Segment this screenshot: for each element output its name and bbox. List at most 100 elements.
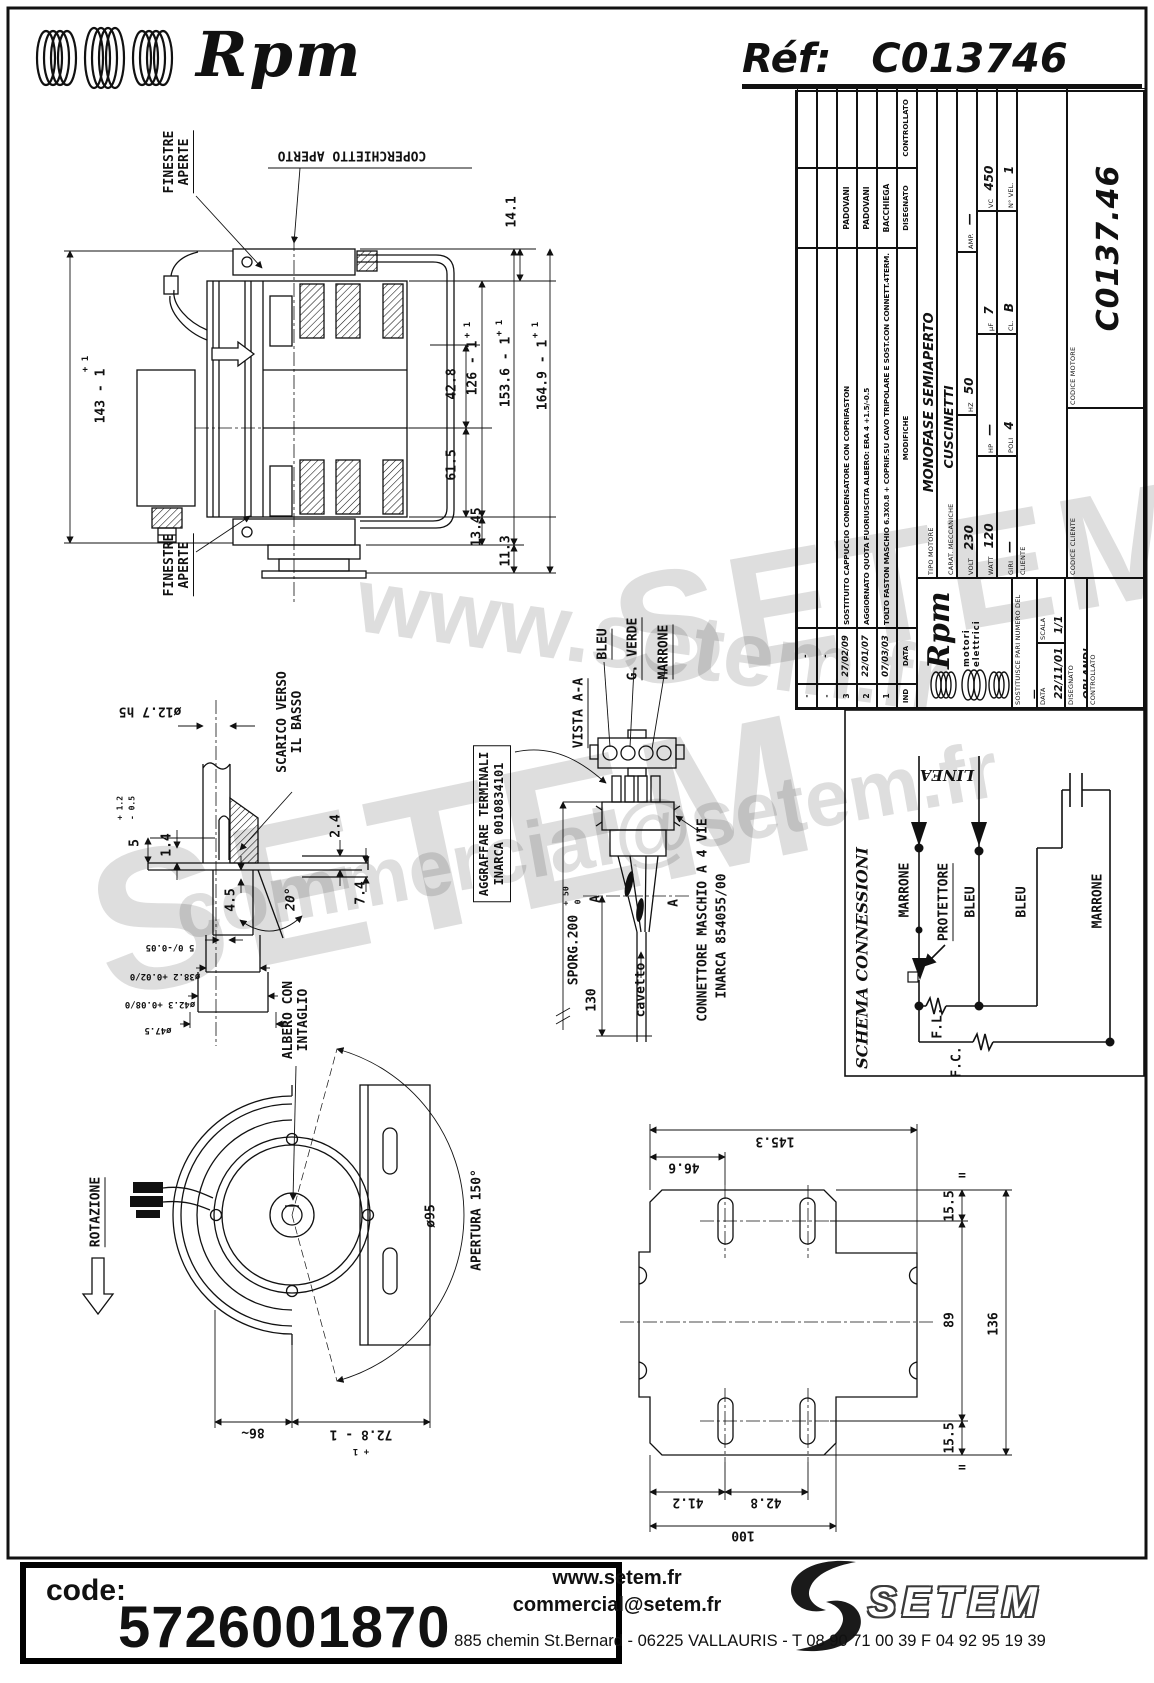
bleu-schema-2: BLEU	[1014, 886, 1030, 918]
dim-5-plus: + 1.2	[115, 795, 125, 821]
code-value: 5726001870	[118, 1595, 451, 1660]
dim-12-7-h5: ø12.7 h5	[118, 703, 182, 719]
dim-1-4: 1.4	[159, 833, 175, 857]
hp-value: —	[982, 423, 996, 436]
nvel-label: N° VEL.	[1007, 182, 1015, 208]
cavetto-label: cavetto	[633, 962, 649, 1018]
mod-header-ind: IND	[902, 688, 910, 704]
rpm-logo-subtitle: motori elettrici	[962, 620, 982, 667]
rotazione-label: ROTAZIONE	[88, 1176, 106, 1248]
mod-header-data: DATA	[902, 645, 910, 667]
hz-label: HZ	[967, 402, 975, 412]
controllato-label: CONTROLLATO	[1089, 654, 1097, 705]
dim-15-5-top: 15.5	[942, 1190, 958, 1222]
footer-email: commercial@setem.fr	[512, 1594, 722, 1616]
sporg-tol-zero: 0	[573, 899, 583, 905]
dim-143-tol: + 1	[81, 355, 91, 373]
dim-72-8: 72.8 - 1	[329, 1426, 393, 1442]
bleu-schema-1: BLEU	[963, 886, 979, 918]
section-a-marker-1: A	[588, 895, 604, 903]
rpm-coil-logo	[35, 26, 174, 90]
scala-value: 1/1	[1053, 615, 1065, 634]
title-block: - - - - 3 27/02/09 SOSTITUITO CAPPUCCIO …	[795, 88, 1147, 710]
dim-130: 130	[584, 988, 600, 1012]
fc-label: F.C.	[949, 1046, 965, 1078]
mod-header-modifiche: MODIFICHE	[902, 415, 910, 461]
cl-value: B	[1002, 303, 1016, 313]
hp-label: HP	[987, 443, 995, 453]
sporg-200-label: SPORG.200	[566, 914, 582, 986]
codice-cliente-label: CODICE CLIENTE	[1069, 517, 1077, 575]
dim-5: 5	[127, 839, 143, 847]
sostituisce-value: —	[1029, 689, 1037, 707]
schema-connessioni-title: SCHEMA CONNESSIONI	[852, 847, 872, 1069]
volt-label: VOLT	[967, 558, 975, 575]
dim-153-6: 153.6 - 1	[498, 336, 514, 408]
mod-header-disegnato: DISEGNATO	[902, 185, 910, 231]
marrone-schema-right: MARRONE	[1090, 873, 1106, 929]
mod-ind: 2	[862, 693, 871, 699]
vista-a-a-label: VISTA A-A	[571, 677, 589, 749]
rpm-coil-small-icon	[930, 669, 1010, 701]
carat-value: CUSCINETTI	[941, 385, 956, 469]
amp-label: AMP.	[967, 233, 975, 249]
dim-126: 126 - 1	[465, 340, 481, 396]
dim-61-5: 61.5	[444, 449, 460, 481]
ref-value: C013746	[871, 36, 1068, 82]
marrone-schema-left: MARRONE	[897, 862, 913, 918]
dim-11-3: 11.3	[498, 535, 514, 567]
codice-motore-label: CODICE MOTORE	[1069, 346, 1077, 405]
scala-label: SCALA	[1039, 617, 1047, 640]
amp-value: —	[962, 213, 976, 226]
tipo-motore-label: TIPO MOTORE	[927, 527, 935, 575]
rpm-logo-small: Rpm	[922, 591, 957, 669]
sostituisce-label: SOSTITUISCE PARI NUMERO DEL	[1014, 594, 1022, 705]
footer-address: 885 chemin St.Bernard - 06225 VALLAURIS …	[454, 1632, 1046, 1650]
dim-86: 86~	[241, 1424, 265, 1440]
setem-swoosh-icon	[791, 1560, 856, 1612]
giri-label: GIRI	[1007, 560, 1015, 575]
mod-header-controllato: CONTROLLATO	[902, 99, 910, 157]
dim-5-minus: - 0.5	[127, 795, 137, 821]
cliente-label: CLIENTE	[1019, 546, 1027, 575]
ref-label: Réf:	[742, 36, 832, 82]
verde-wire-label: G. VERDE	[625, 617, 643, 681]
dim-95: ø95	[423, 1204, 439, 1228]
protettore-label: PROTETTORE	[936, 862, 954, 942]
dim-72-8-tol: + 1	[352, 1446, 370, 1456]
carat-label: CARAT. MECCANICHE	[947, 503, 955, 575]
dim-2-4: 2.4	[328, 814, 344, 838]
dim-5-key: 5 0/-0.05	[145, 942, 195, 952]
watt-label: WATT	[987, 556, 995, 575]
dim-100: 100	[731, 1527, 755, 1543]
data-value: 22/11/01	[1053, 647, 1065, 699]
dim-42-8: 42.8	[444, 368, 460, 400]
dim-46-6: 46.6	[668, 1159, 700, 1175]
connettore-maschio-label: CONNETTORE MASCHIO A 4 VIE	[695, 818, 711, 1022]
dim-126-tol: + 1	[463, 321, 473, 339]
linea-label: LINEA	[919, 766, 975, 784]
data-label: DATA	[1039, 687, 1047, 705]
dim-4-5: 4.5	[223, 888, 239, 912]
dim-14-1: 14.1	[504, 196, 520, 228]
dim-38-2: ø38.2 +0.02/0	[129, 971, 201, 981]
dim-136: 136	[986, 1312, 1002, 1336]
giri-value: —	[1002, 540, 1016, 553]
inarca-854055-label: INARCA 854055/00	[714, 873, 730, 999]
dim-89: 89	[942, 1312, 958, 1328]
dim-42-8-plate: 42.8	[750, 1494, 782, 1510]
sporg-tol-plus: + 50	[561, 886, 571, 906]
rpm-brand-cell: Rpm motori elettrici	[917, 578, 1012, 708]
vc-value: 450	[982, 165, 996, 191]
codice-motore-value: C0137.46	[1091, 164, 1126, 332]
rpm-logo-text: Rpm	[196, 18, 363, 91]
vc-label: VC	[987, 198, 995, 208]
dim-15-5-bottom: 15.5	[942, 1422, 958, 1454]
mod-ind: -	[822, 694, 831, 698]
poli-label: POLI	[1007, 437, 1015, 453]
watt-value: 120	[982, 523, 996, 549]
